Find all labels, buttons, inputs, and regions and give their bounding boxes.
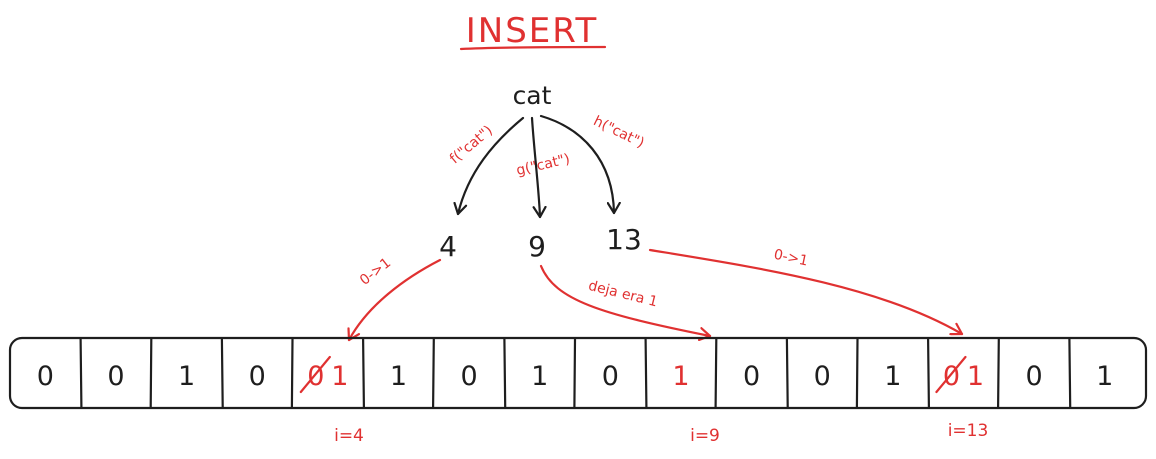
bit-cell-value: 1 xyxy=(390,361,407,392)
insert-arrow-9 xyxy=(539,264,712,336)
cell-divider xyxy=(79,337,83,409)
bit-cell-value: 0 xyxy=(743,361,760,392)
key-label: cat xyxy=(513,81,552,110)
cell-divider xyxy=(220,337,224,409)
diagram-title: INSERT xyxy=(466,11,598,51)
title-underline xyxy=(459,45,607,51)
bit-cell-value: 1 xyxy=(178,361,195,392)
bit-cell-value: 1 xyxy=(967,361,984,392)
cell-divider xyxy=(855,337,859,409)
cell-divider xyxy=(997,337,1000,409)
hash-label-f: f("cat") xyxy=(447,123,496,168)
cell-divider xyxy=(785,337,789,409)
hash-result-g: 9 xyxy=(528,230,546,263)
cell-divider xyxy=(503,337,507,409)
strike-through-mark xyxy=(935,355,967,394)
annotation-arrow-13: 0->1 xyxy=(772,247,809,270)
cell-divider xyxy=(432,337,435,409)
hash-label-g: g("cat") xyxy=(515,151,572,179)
index-label-4: i=4 xyxy=(334,426,364,446)
bit-cell-value: 1 xyxy=(1096,361,1113,392)
bit-cell-value: 0 xyxy=(460,361,477,392)
cell-divider xyxy=(290,337,294,409)
bit-cell-value: 0 xyxy=(107,361,124,392)
cell-divider xyxy=(149,337,153,409)
cell-divider xyxy=(714,337,718,409)
cell-divider xyxy=(573,337,577,409)
hash-arrow-h xyxy=(539,114,614,215)
hash-result-h: 13 xyxy=(606,223,642,256)
bit-cell-value: 0 xyxy=(37,361,54,392)
cell-divider xyxy=(1068,337,1072,409)
bit-cell-value: 0 xyxy=(602,361,619,392)
annotation-arrow-4: 0->1 xyxy=(357,255,394,289)
hash-arrow-g xyxy=(530,116,540,219)
bit-cell-value: 0 xyxy=(249,361,266,392)
bit-array-frame xyxy=(8,336,1148,410)
hash-arrow-f xyxy=(458,116,525,216)
index-label-13: i=13 xyxy=(948,421,989,441)
bit-cell-value: 1 xyxy=(331,361,348,392)
bit-cell-value: 1 xyxy=(884,361,901,392)
cell-divider xyxy=(362,337,365,409)
cell-divider xyxy=(927,337,930,409)
hash-label-h: h("cat") xyxy=(591,113,647,151)
bit-cell-value: 1 xyxy=(531,361,548,392)
bit-cell-value: 0 xyxy=(1025,361,1042,392)
insert-arrow-13 xyxy=(648,248,964,334)
index-label-9: i=9 xyxy=(690,426,720,446)
hash-result-f: 4 xyxy=(439,230,457,263)
bit-cell-value: 1 xyxy=(672,361,689,392)
bit-cell-value: 0 xyxy=(814,361,831,392)
annotation-arrow-9: deja era 1 xyxy=(587,278,660,311)
insert-arrow-4 xyxy=(349,258,442,342)
cell-divider xyxy=(644,337,648,409)
strike-through-mark xyxy=(299,355,331,394)
